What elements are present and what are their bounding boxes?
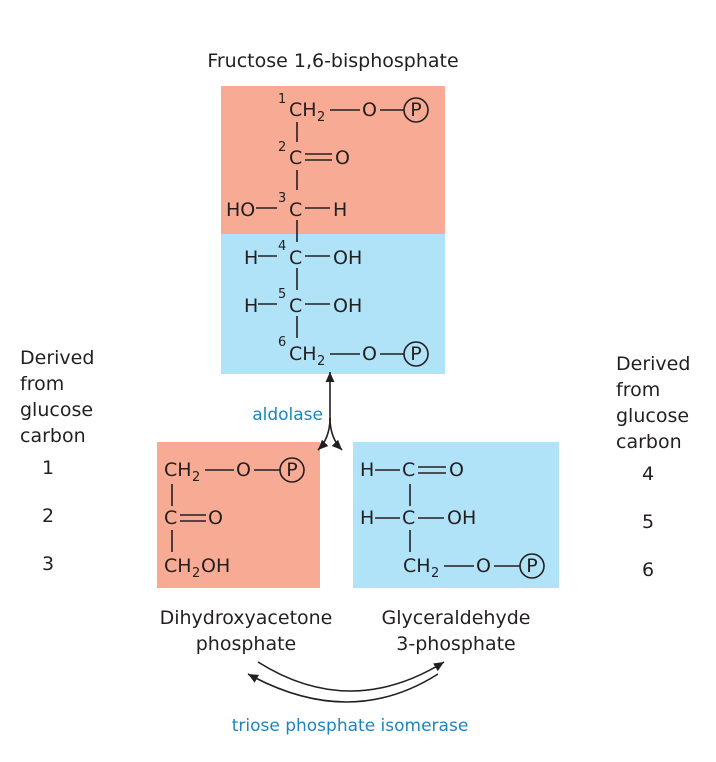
svg-text:C: C	[402, 459, 415, 481]
svg-text:6: 6	[278, 335, 286, 350]
dhap-structure: CH 2 O P C O CH 2 OH	[164, 457, 305, 581]
svg-text:2: 2	[192, 470, 200, 485]
svg-text:OH: OH	[201, 555, 230, 577]
svg-text:C: C	[289, 147, 302, 169]
g3p-name-line2: 3-phosphate	[396, 633, 515, 655]
svg-text:H: H	[360, 459, 374, 481]
svg-text:carbon: carbon	[616, 431, 682, 453]
aldolase-label: aldolase	[252, 405, 323, 425]
g3p-name-line1: Glyceraldehyde	[382, 607, 531, 629]
isomerase-arrows	[247, 661, 445, 703]
g3p-structure: H C O H C OH CH 2 O P	[360, 459, 545, 581]
svg-text:from: from	[616, 379, 660, 401]
svg-text:2: 2	[317, 354, 325, 369]
svg-text:4: 4	[278, 239, 286, 254]
svg-text:CH: CH	[289, 343, 317, 365]
svg-text:C: C	[402, 507, 415, 529]
svg-text:C: C	[289, 295, 302, 317]
svg-text:5: 5	[278, 287, 286, 302]
svg-text:C: C	[164, 507, 177, 529]
svg-text:O: O	[335, 147, 350, 169]
svg-text:CH: CH	[403, 555, 431, 577]
aldolase-arrows	[317, 372, 343, 451]
g3p-box	[353, 442, 559, 588]
svg-text:from: from	[20, 373, 64, 395]
svg-text:P: P	[410, 99, 421, 121]
fbp-structure: 1 CH 2 O P 2 C O HO 3 C H H 4 C OH H 5	[226, 92, 429, 369]
svg-text:CH: CH	[164, 555, 192, 577]
fbp-title: Fructose 1,6-bisphosphate	[207, 50, 458, 72]
svg-text:2: 2	[278, 140, 286, 155]
svg-text:O: O	[449, 459, 464, 481]
svg-text:H: H	[244, 295, 258, 317]
svg-text:O: O	[362, 343, 377, 365]
svg-text:P: P	[410, 343, 421, 365]
dhap-name-line1: Dihydroxyacetone	[160, 607, 333, 629]
svg-text:OH: OH	[333, 247, 362, 269]
svg-text:O: O	[236, 459, 251, 481]
left-carbon-3: 3	[42, 553, 54, 575]
svg-text:1: 1	[278, 92, 286, 107]
svg-text:carbon: carbon	[20, 425, 86, 447]
right-carbon-4: 4	[642, 463, 654, 485]
svg-text:Derived: Derived	[616, 353, 690, 375]
svg-text:P: P	[286, 459, 297, 481]
svg-text:2: 2	[431, 566, 439, 581]
svg-text:C: C	[289, 247, 302, 269]
svg-text:O: O	[208, 507, 223, 529]
svg-text:HO: HO	[226, 199, 255, 221]
svg-text:P: P	[526, 555, 537, 577]
left-derived-label: Derived from glucose carbon	[20, 347, 94, 447]
svg-text:O: O	[362, 99, 377, 121]
svg-text:CH: CH	[164, 459, 192, 481]
svg-text:3: 3	[278, 191, 286, 206]
svg-text:H: H	[244, 247, 258, 269]
svg-text:C: C	[289, 199, 302, 221]
left-carbon-2: 2	[42, 505, 54, 527]
isomerase-label: triose phosphate isomerase	[232, 716, 469, 736]
svg-text:2: 2	[317, 110, 325, 125]
dhap-name-line2: phosphate	[196, 633, 297, 655]
svg-text:2: 2	[192, 566, 200, 581]
svg-text:glucose: glucose	[20, 399, 93, 421]
svg-text:CH: CH	[289, 99, 317, 121]
svg-text:OH: OH	[447, 507, 476, 529]
svg-text:O: O	[476, 555, 491, 577]
svg-text:OH: OH	[333, 295, 362, 317]
svg-text:H: H	[360, 507, 374, 529]
svg-text:Derived: Derived	[20, 347, 94, 369]
right-carbon-6: 6	[642, 559, 654, 581]
left-carbon-1: 1	[42, 457, 54, 479]
right-carbon-5: 5	[642, 511, 654, 533]
right-derived-label: Derived from glucose carbon	[616, 353, 690, 453]
svg-text:H: H	[333, 199, 347, 221]
svg-text:glucose: glucose	[616, 405, 689, 427]
